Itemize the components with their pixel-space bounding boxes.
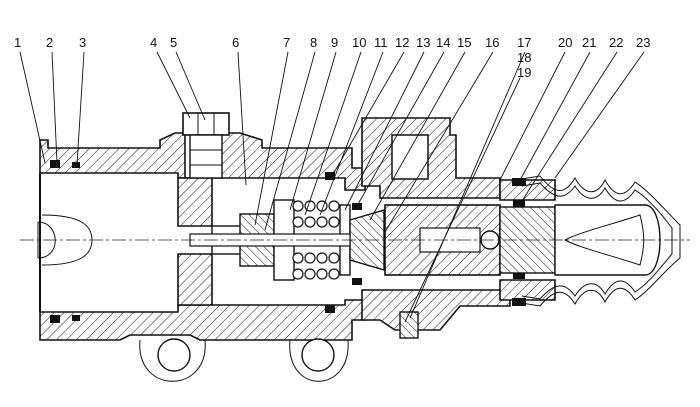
callout-18: 18 bbox=[517, 50, 531, 65]
rubber-boot bbox=[514, 175, 681, 307]
bleed-screw bbox=[182, 112, 230, 179]
callout-19: 19 bbox=[517, 65, 531, 80]
callout-9: 9 bbox=[331, 35, 338, 50]
callout-3: 3 bbox=[79, 35, 86, 50]
leader-lines bbox=[19, 51, 645, 323]
callout-11: 11 bbox=[374, 35, 388, 50]
callout-22: 22 bbox=[609, 35, 623, 50]
callout-21: 21 bbox=[582, 35, 596, 50]
callout-4: 4 bbox=[150, 35, 157, 50]
callout-1: 1 bbox=[14, 35, 21, 50]
callout-10: 10 bbox=[352, 35, 366, 50]
callout-2: 2 bbox=[46, 35, 53, 50]
callout-labels: 1 2 3 4 5 6 7 8 9 10 11 12 13 14 15 16 1… bbox=[14, 35, 650, 80]
callout-15: 15 bbox=[457, 35, 471, 50]
callout-13: 13 bbox=[416, 35, 430, 50]
callout-20: 20 bbox=[558, 35, 572, 50]
mounting-ears bbox=[139, 338, 349, 382]
callout-5: 5 bbox=[170, 35, 177, 50]
left-inlet bbox=[37, 173, 93, 312]
callout-14: 14 bbox=[436, 35, 450, 50]
callout-23: 23 bbox=[636, 35, 650, 50]
housing-body bbox=[39, 117, 556, 341]
callout-16: 16 bbox=[485, 35, 499, 50]
callout-6: 6 bbox=[232, 35, 239, 50]
callout-12: 12 bbox=[395, 35, 409, 50]
callout-7: 7 bbox=[283, 35, 290, 50]
bottom-fitting bbox=[399, 311, 419, 339]
callout-8: 8 bbox=[310, 35, 317, 50]
callout-17: 17 bbox=[517, 35, 531, 50]
